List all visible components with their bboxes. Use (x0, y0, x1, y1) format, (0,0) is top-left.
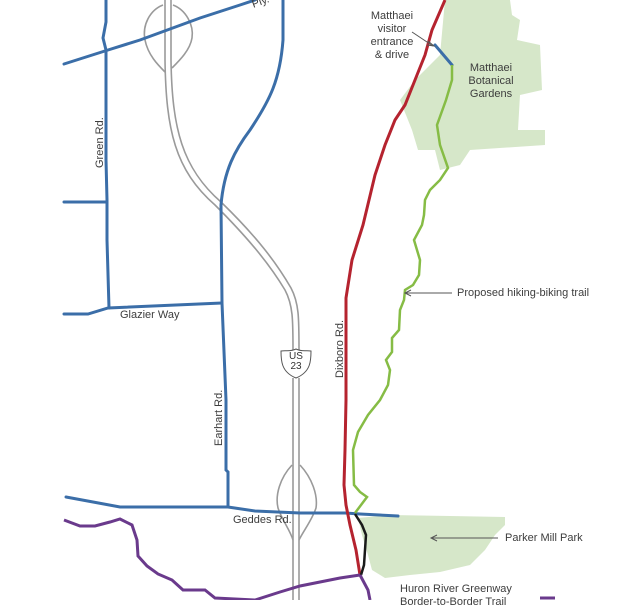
earhart-road-label: Earhart Rd. (213, 389, 225, 446)
greenway-line-2: Border-to-Border Trail (400, 596, 507, 608)
us23-shield-icon (280, 348, 312, 379)
plymouth-road (62, 0, 257, 66)
matthaei-gardens-label: Matthaei Botanical Gardens (463, 62, 519, 101)
parker-mill-park-area (358, 515, 505, 578)
connector-trail (353, 513, 368, 576)
geddes-road (64, 495, 400, 518)
green-road-label: Green Rd. (94, 117, 106, 168)
glazier-way-label: Glazier Way (120, 309, 180, 321)
us23-shield-line1: US (289, 351, 303, 362)
us23-highway (143, 0, 318, 600)
entrance-line-4: & drive (374, 49, 410, 61)
entrance-line-2: visitor (377, 23, 407, 35)
geddes-road-label: Geddes Rd. (233, 514, 292, 526)
callout-arrows (403, 31, 498, 542)
proposed-trail (351, 65, 454, 514)
entrance-line-1: Matthaei (370, 10, 414, 22)
dixboro-road-label: Dixboro Rd. (334, 319, 346, 378)
earhart-road (219, 0, 285, 509)
local-roads (62, 0, 454, 518)
dixboro-road (342, 0, 447, 576)
entrance-callout-label: Matthaei visitor entrance & drive (368, 10, 416, 62)
huron-river-greenway (63, 517, 555, 600)
matthaei-entrance-drive (433, 43, 454, 67)
matthaei-line-2: Botanical (468, 75, 514, 87)
us23-shield-line2: 23 (290, 361, 302, 372)
matthaei-line-3: Gardens (469, 88, 513, 100)
greenway-line-1: Huron River Greenway (400, 583, 512, 595)
green-road (101, 0, 111, 310)
glazier-way (62, 301, 224, 316)
us23-shield-text: US 23 (281, 352, 311, 372)
entrance-line-3: entrance (370, 36, 414, 48)
greenway-label: Huron River Greenway Border-to-Border Tr… (400, 583, 512, 609)
parker-mill-label: Parker Mill Park (505, 532, 583, 544)
matthaei-line-1: Matthaei (469, 62, 513, 74)
proposed-trail-label: Proposed hiking-biking trail (457, 287, 590, 299)
entrance-arrow (411, 31, 434, 47)
